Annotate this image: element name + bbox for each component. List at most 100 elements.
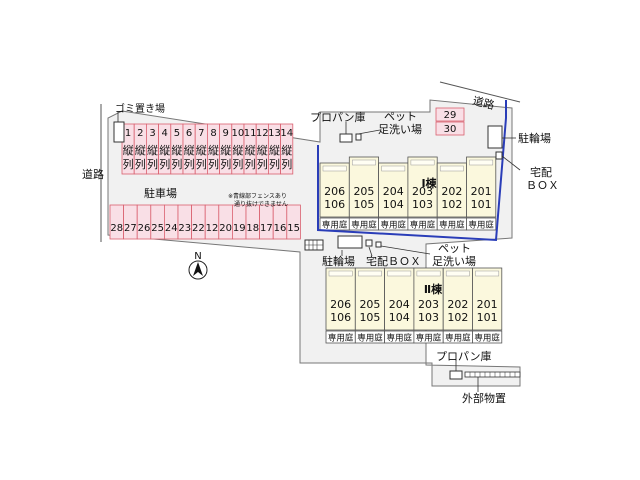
unit-balcony bbox=[445, 270, 470, 277]
parking-stall-number: 17 bbox=[260, 223, 273, 234]
north-arrow-icon bbox=[193, 262, 203, 276]
propane-box-2 bbox=[449, 370, 463, 380]
parking-stall-top: 5縦列 bbox=[170, 123, 184, 175]
parking-stall-top: 7 縦列 bbox=[194, 123, 208, 175]
room-number-lower: 101 bbox=[477, 311, 498, 324]
building-title: Ⅰ棟 bbox=[421, 176, 437, 190]
unit-body bbox=[319, 162, 350, 218]
unit-body bbox=[413, 267, 444, 331]
parking-stall-bottom: 17 bbox=[259, 204, 274, 240]
parking-stall-bottom: 26 bbox=[136, 204, 152, 240]
private-garden-label: 専用庭 bbox=[445, 333, 471, 344]
parking-stall-row: 列 bbox=[208, 157, 219, 171]
unit-balcony bbox=[439, 165, 464, 172]
parking-stall-bottom: 27 bbox=[123, 204, 138, 240]
fence-line bbox=[317, 100, 507, 242]
pet-wash-label-2a: ペット bbox=[438, 242, 471, 255]
parking-stall-top: 2縦列 bbox=[133, 123, 147, 175]
parking-stall-number: 29 bbox=[444, 110, 457, 121]
unit-body bbox=[472, 267, 503, 331]
parking-stall-bottom: 18 bbox=[245, 204, 261, 240]
parking-stall-number: 26 bbox=[138, 223, 151, 234]
parking-stall-side: 29 bbox=[435, 107, 465, 122]
room-number-upper: 203 bbox=[412, 185, 433, 198]
room-number-lower: 103 bbox=[412, 198, 433, 211]
room-number-upper: 202 bbox=[447, 298, 468, 311]
pet-wash-box-2 bbox=[375, 241, 382, 248]
building-2: 206106専用庭205105専用庭204104専用庭203103専用庭2021… bbox=[325, 267, 503, 344]
private-garden-label: 専用庭 bbox=[351, 220, 377, 231]
parking-stall-row: 列 bbox=[257, 157, 268, 171]
parking-stall-bottom: 24 bbox=[163, 204, 179, 240]
private-garden-label: 専用庭 bbox=[357, 333, 383, 344]
room-number-upper: 205 bbox=[353, 185, 374, 198]
parking-stall-vertical: 縦 bbox=[184, 144, 195, 157]
parking-stall-row: 列 bbox=[184, 157, 195, 171]
delivery-label-1a: 宅配 bbox=[530, 165, 552, 179]
parking-stall-number: 16 bbox=[274, 223, 287, 234]
pet-wash-box-1 bbox=[355, 133, 362, 141]
parking-stall-number: 18 bbox=[246, 223, 259, 234]
room-number-lower: 102 bbox=[447, 311, 468, 324]
parking-stall-number: 10 bbox=[232, 128, 245, 139]
parking-stall-bottom: 16 bbox=[272, 204, 288, 240]
private-garden-label: 専用庭 bbox=[439, 220, 465, 231]
delivery-label-1b: ＢＯＸ bbox=[526, 179, 559, 192]
parking-stall-number: 22 bbox=[192, 223, 205, 234]
parking-stall-number: 19 bbox=[233, 223, 246, 234]
room-number-lower: 101 bbox=[471, 198, 492, 211]
parking-stall-number: 30 bbox=[444, 124, 457, 135]
room-number-lower: 106 bbox=[324, 198, 345, 211]
parking-stall-number: 28 bbox=[110, 223, 123, 234]
unit-body bbox=[466, 156, 497, 218]
parking-stall-bottom: 20 bbox=[218, 204, 233, 240]
parking-stall-row: 列 bbox=[220, 157, 231, 171]
unit-body bbox=[378, 162, 409, 218]
delivery-box-1 bbox=[495, 151, 503, 160]
room-number-upper: 202 bbox=[441, 185, 462, 198]
parking-stall-number: 1 bbox=[125, 128, 131, 139]
parking-stall-vertical: 縦 bbox=[147, 144, 158, 157]
parking-stall-bottom: 22 bbox=[191, 204, 206, 240]
room-number-upper: 205 bbox=[359, 298, 380, 311]
unit-body bbox=[407, 156, 438, 218]
parking-stall-number: 23 bbox=[178, 223, 191, 234]
parking-stall-vertical: 縦 bbox=[196, 144, 207, 157]
private-garden-label: 専用庭 bbox=[386, 333, 412, 344]
propane-box-1 bbox=[339, 133, 353, 143]
parking-stall-number: 27 bbox=[124, 223, 137, 234]
parking-stall-vertical: 縦 bbox=[269, 144, 280, 157]
parking-stall-vertical: 縦 bbox=[208, 144, 219, 157]
parking-stall-top: 6縦列 bbox=[182, 123, 196, 175]
parking-stall-row: 列 bbox=[135, 157, 146, 171]
parking-stall-box bbox=[435, 107, 465, 122]
parking-stall-vertical: 縦 bbox=[123, 144, 134, 157]
parking-stall-bottom: 19 bbox=[231, 204, 247, 240]
parking-label: 駐車場 bbox=[144, 186, 177, 200]
unit-balcony bbox=[416, 270, 441, 277]
parking-stall-number: 2 bbox=[137, 128, 143, 139]
room-number-upper: 201 bbox=[477, 298, 498, 311]
storage-label: 外部物置 bbox=[462, 391, 506, 405]
delivery-label-2: 宅配ＢＯＸ bbox=[366, 254, 421, 268]
private-garden-label: 専用庭 bbox=[468, 220, 494, 231]
bike-label-2: 駐輪場 bbox=[322, 254, 355, 268]
parking-stall-number: 7 bbox=[198, 128, 204, 139]
leader-lines bbox=[117, 112, 521, 392]
private-garden-label: 専用庭 bbox=[322, 220, 348, 231]
parking-stall-row: 列 bbox=[196, 157, 207, 171]
parking-stall-bottom: 12 bbox=[204, 204, 220, 240]
room-number-upper: 204 bbox=[389, 298, 410, 311]
unit-balcony bbox=[410, 159, 435, 166]
parking-stall-number: 3 bbox=[149, 128, 155, 139]
